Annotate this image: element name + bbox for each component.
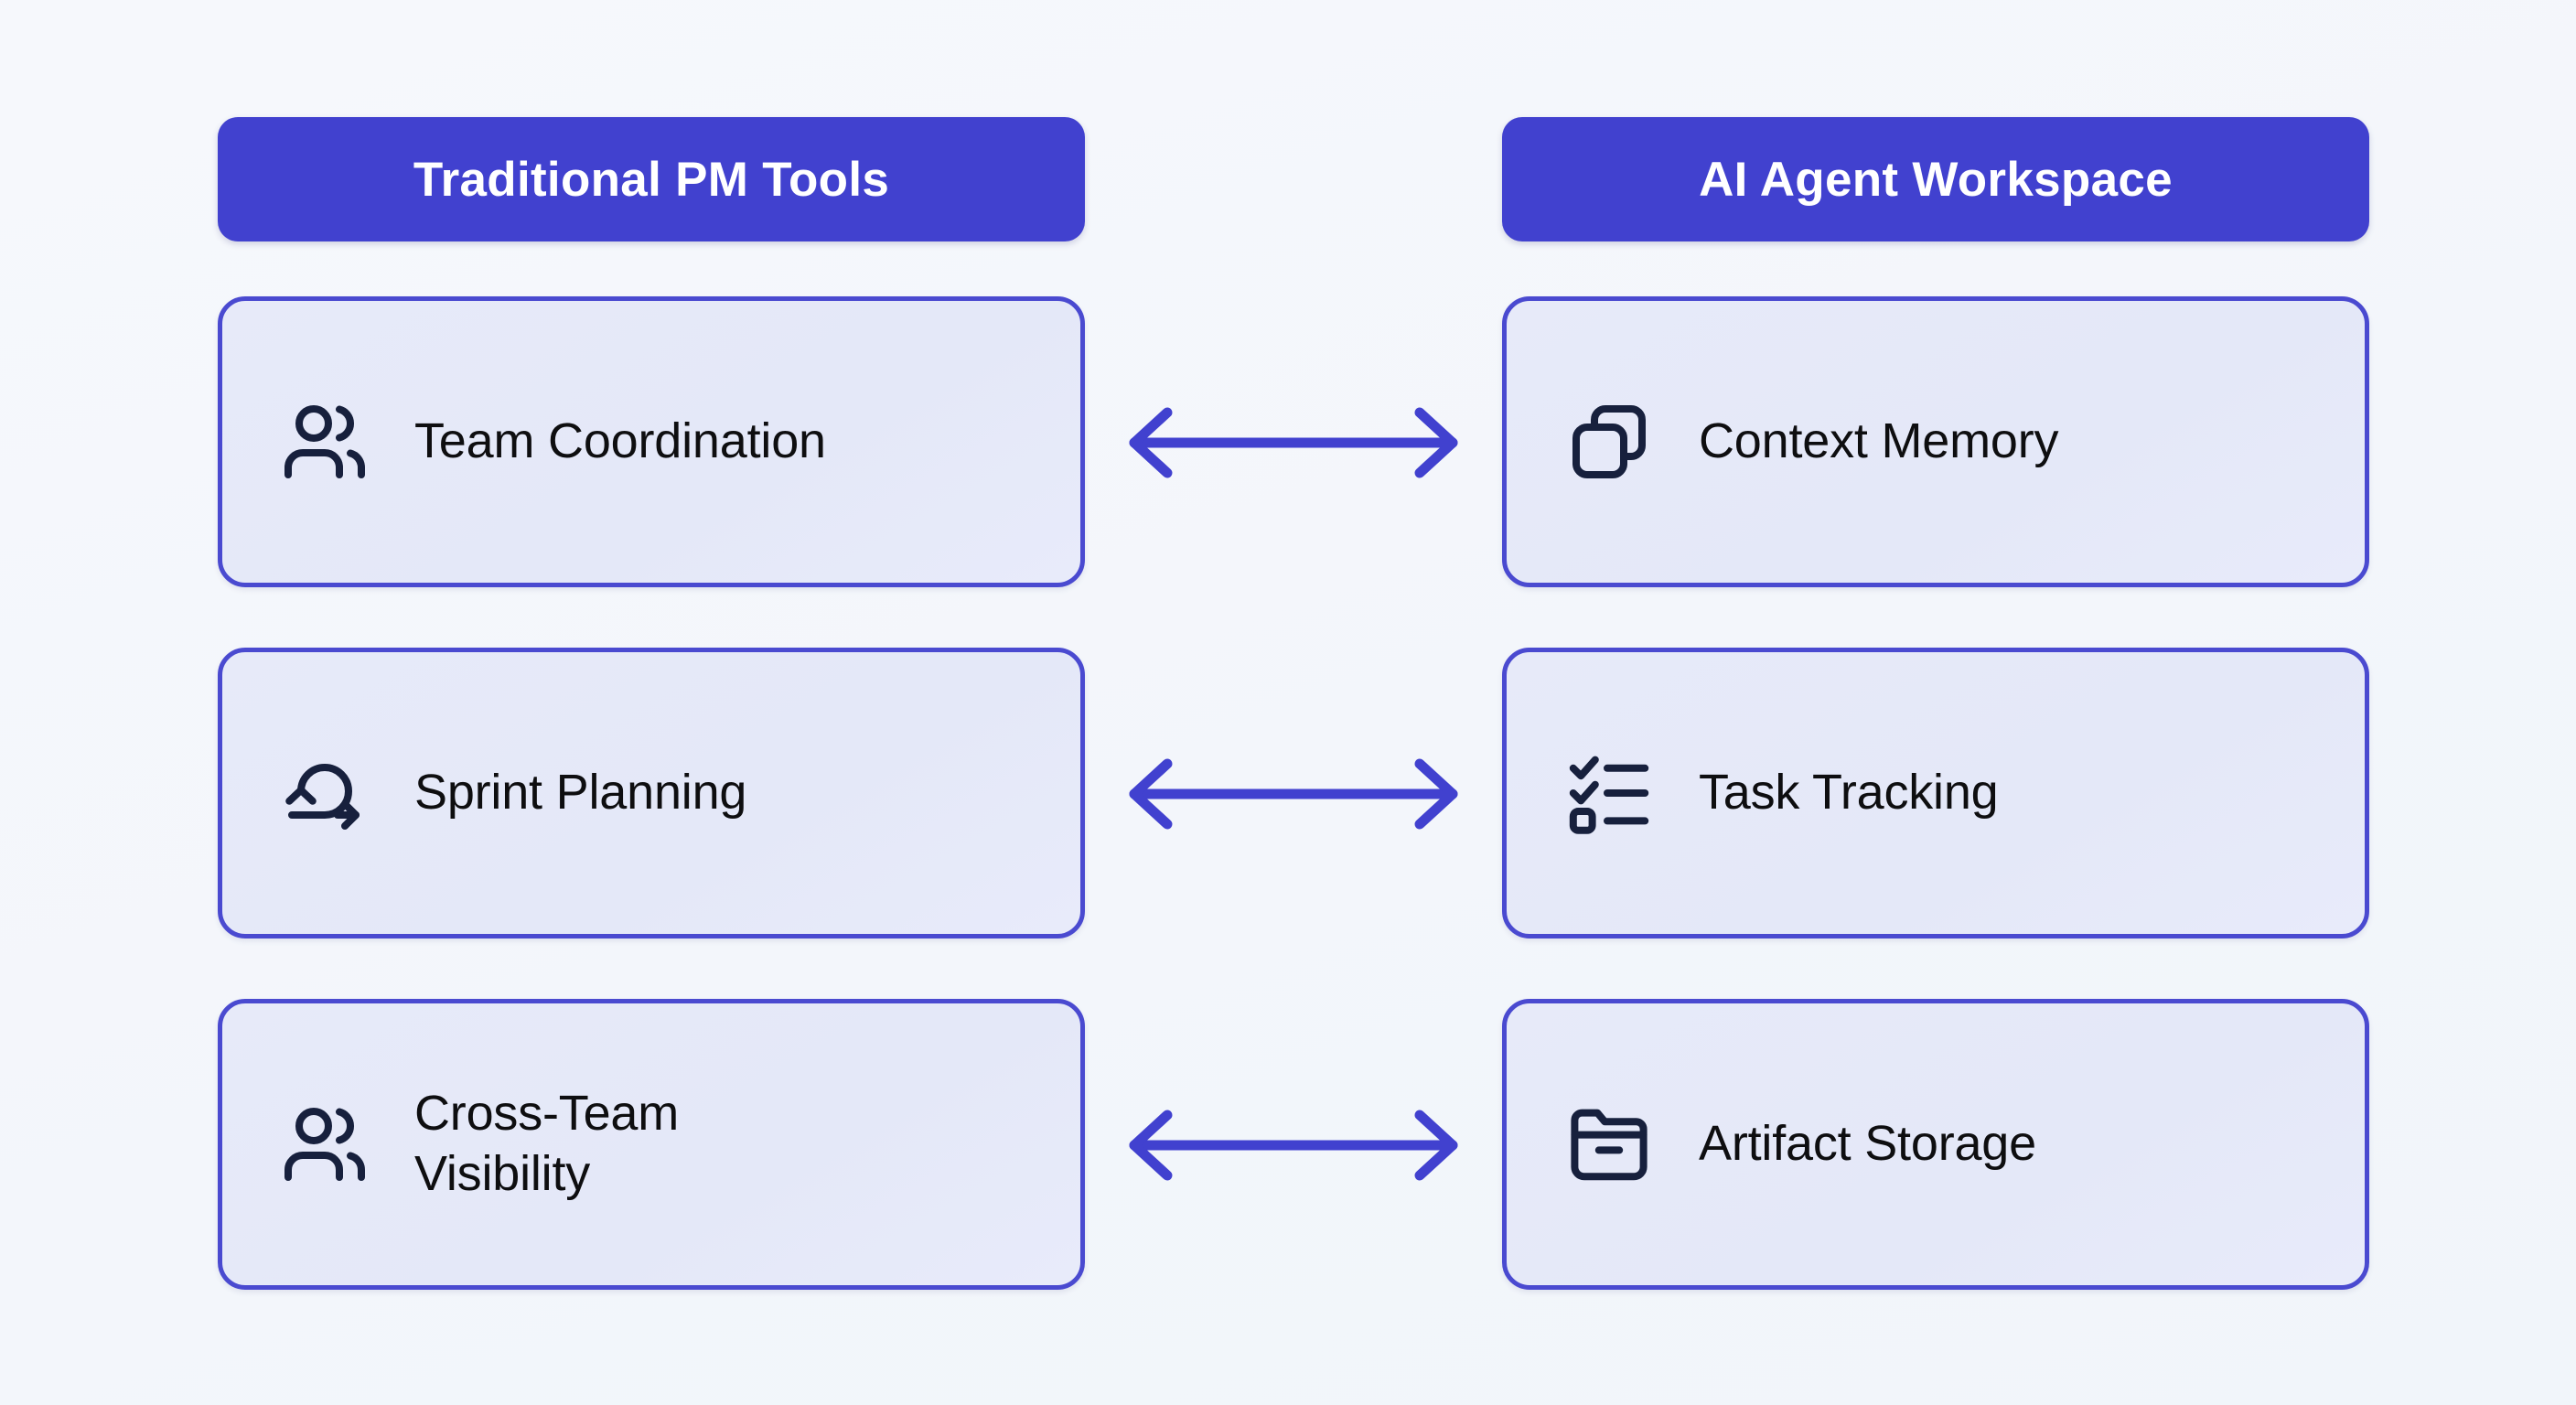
sprint-loop-icon — [277, 745, 372, 841]
card-sprint-planning[interactable]: Sprint Planning — [218, 648, 1085, 938]
connector-row-3 — [1085, 1090, 1502, 1200]
users-icon — [277, 1097, 372, 1192]
connector-row-2 — [1085, 739, 1502, 849]
card-label-context-memory: Context Memory — [1699, 413, 2059, 469]
checklist-icon — [1562, 745, 1657, 841]
card-label-artifact-storage: Artifact Storage — [1699, 1116, 2036, 1172]
column-traditional-pm-tools: Traditional PM Tools Team Coordination — [218, 117, 1085, 1290]
card-team-coordination[interactable]: Team Coordination — [218, 296, 1085, 587]
double-arrow-icon — [1129, 1110, 1458, 1181]
users-icon — [277, 394, 372, 489]
double-arrow-icon — [1129, 758, 1458, 830]
card-label-sprint-planning: Sprint Planning — [414, 765, 747, 820]
double-arrow-icon — [1129, 407, 1458, 478]
copy-layers-icon — [1562, 394, 1657, 489]
column-header-right-label: AI Agent Workspace — [1699, 152, 2173, 207]
column-header-left-label: Traditional PM Tools — [413, 152, 890, 207]
card-label-cross-team-visibility: Cross-Team Visibility — [414, 1086, 680, 1201]
folder-archive-icon — [1562, 1097, 1657, 1192]
card-label-task-tracking: Task Tracking — [1699, 765, 1999, 820]
card-artifact-storage[interactable]: Artifact Storage — [1502, 999, 2369, 1290]
column-header-left: Traditional PM Tools — [218, 117, 1085, 241]
card-cross-team-visibility[interactable]: Cross-Team Visibility — [218, 999, 1085, 1290]
card-task-tracking[interactable]: Task Tracking — [1502, 648, 2369, 938]
connector-row-1 — [1085, 388, 1502, 498]
column-header-right: AI Agent Workspace — [1502, 117, 2369, 241]
card-label-team-coordination: Team Coordination — [414, 413, 826, 469]
card-context-memory[interactable]: Context Memory — [1502, 296, 2369, 587]
column-ai-agent-workspace: AI Agent Workspace Context Memory — [1502, 117, 2369, 1290]
